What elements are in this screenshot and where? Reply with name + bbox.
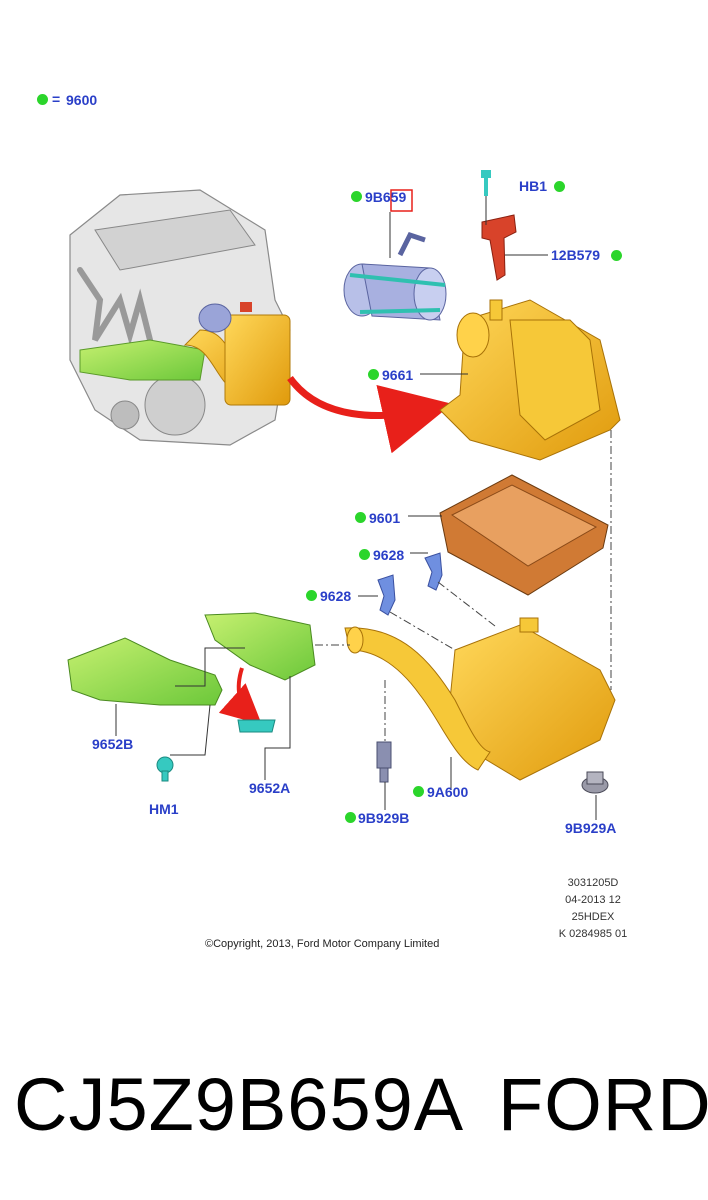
marker-12b579: [611, 250, 622, 261]
air-filter-9601: [439, 474, 609, 596]
airbox-lower-9a600: [344, 617, 616, 781]
label-9652a: 9652A: [249, 780, 291, 796]
mount-9b929b: [376, 741, 392, 783]
clip-9628-left: [377, 574, 396, 616]
label-9b929a: 9B929A: [565, 820, 617, 836]
meta-line-1: 3031205D: [567, 877, 619, 889]
footer-banner: [0, 1000, 708, 1200]
part-number: CJ5Z9B659A: [14, 1063, 465, 1146]
meta-line-3: 25HDEX: [571, 911, 615, 923]
marker-9661: [368, 369, 379, 380]
legend-code: 9600: [66, 92, 98, 108]
diagram-artwork: [67, 170, 621, 820]
guide-lines: [315, 430, 612, 742]
marker-9a600: [413, 786, 424, 797]
duct-9652b: [67, 637, 223, 706]
leader-lines: [115, 196, 597, 820]
hose-9b659: [343, 231, 447, 321]
meta-line-4: K 0284985 01: [558, 928, 628, 940]
clip-9652a: [237, 719, 276, 733]
pin-hm1: [156, 756, 174, 782]
label-9b659: 9B659: [365, 189, 407, 205]
engine-assembly: [69, 189, 291, 446]
label-9628-upper: 9628: [373, 547, 405, 563]
label-12b579: 12B579: [551, 247, 601, 263]
label-9661: 9661: [382, 367, 414, 383]
marker-9628-lower: [306, 590, 317, 601]
copyright-text: ©Copyright, 2013, Ford Motor Company Lim…: [205, 938, 440, 950]
small-arrow: [218, 667, 262, 725]
legend-equals: =: [52, 91, 61, 107]
label-hm1: HM1: [149, 801, 179, 817]
highlight-box: [390, 189, 413, 212]
brand-name: FORD: [498, 1063, 708, 1146]
parts-diagram: = 9600 9B659 HB1 12B579 9661 9601 9628 9…: [37, 91, 638, 950]
label-9b929b: 9B929B: [358, 810, 410, 826]
direction-arrow: [287, 375, 453, 454]
meta-line-2: 04-2013 12: [565, 894, 621, 906]
bolt-hb1: [481, 170, 491, 196]
legend-marker: [37, 94, 48, 105]
grommet-9b929a: [581, 771, 609, 794]
label-9a600: 9A600: [427, 784, 469, 800]
marker-9b659: [351, 191, 362, 202]
airbox-cover-9661: [439, 299, 621, 461]
label-9628-lower: 9628: [320, 588, 352, 604]
drawing-meta: 3031205D 04-2013 12 25HDEX K 0284985 01: [548, 875, 638, 943]
label-9601: 9601: [369, 510, 401, 526]
marker-9b929b: [345, 812, 356, 823]
label-hb1: HB1: [519, 178, 548, 194]
bracket-12b579: [481, 214, 517, 281]
inlet-duct-9652a: [204, 612, 316, 681]
label-9652b: 9652B: [92, 736, 134, 752]
marker-9628-upper: [359, 549, 370, 560]
marker-9601: [355, 512, 366, 523]
clip-9628-right: [424, 552, 443, 591]
marker-hb1: [554, 181, 565, 192]
